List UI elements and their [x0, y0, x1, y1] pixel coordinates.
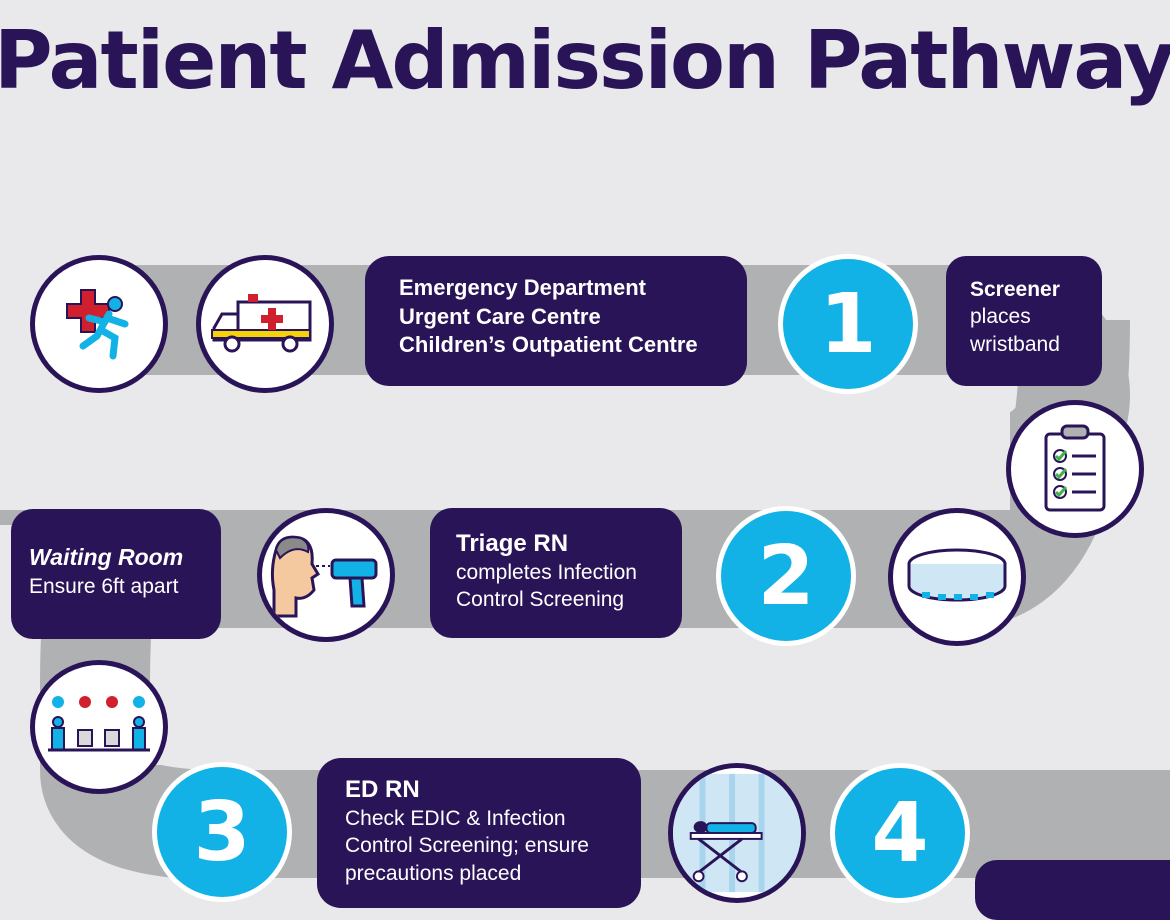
step-text: wristband [970, 332, 1060, 356]
step-text: Control Screening [456, 588, 625, 612]
step-number-4: 4 [830, 763, 970, 903]
step-role: ED RN [345, 776, 420, 803]
screener-box: Screener places wristband [946, 256, 1102, 386]
step-text: precautions placed [345, 861, 522, 885]
step-role: Triage RN [456, 530, 569, 557]
stretcher-bed-icon [668, 763, 806, 903]
clipboard-checklist-icon [1006, 400, 1144, 538]
step-text: Control Screening; ensure [345, 834, 589, 858]
waiting-room-title: Waiting Room [29, 544, 184, 570]
entry-point: Children’s Outpatient Centre [399, 332, 698, 358]
triage-box: Triage RN completes Infection Control Sc… [430, 508, 682, 638]
step-number-2: 2 [716, 506, 856, 646]
thermometer-gun-icon [257, 508, 395, 642]
step-role: Screener [970, 278, 1060, 301]
waiting-room-text: Ensure 6ft apart [29, 574, 179, 598]
step-4-box [975, 860, 1170, 920]
running-person-icon [30, 255, 168, 393]
step-text: places [970, 305, 1031, 329]
waiting-room-seats-icon [30, 660, 168, 794]
page-title: Patient Admission Pathway [0, 14, 1170, 107]
step-text: Check EDIC & Infection [345, 807, 566, 831]
entry-point: Emergency Department [399, 275, 646, 300]
ambulance-icon [196, 255, 334, 393]
pathway-road [0, 265, 1170, 878]
entry-points-box: Emergency Department Urgent Care Centre … [365, 256, 747, 386]
step-number-3: 3 [152, 762, 292, 902]
entry-point: Urgent Care Centre [399, 303, 601, 329]
waiting-room-box: Waiting Room Ensure 6ft apart [11, 509, 221, 639]
ed-rn-box: ED RN Check EDIC & Infection Control Scr… [317, 758, 641, 908]
step-number-1: 1 [778, 254, 918, 394]
step-text: completes Infection [456, 561, 637, 585]
wristband-icon [888, 508, 1026, 646]
